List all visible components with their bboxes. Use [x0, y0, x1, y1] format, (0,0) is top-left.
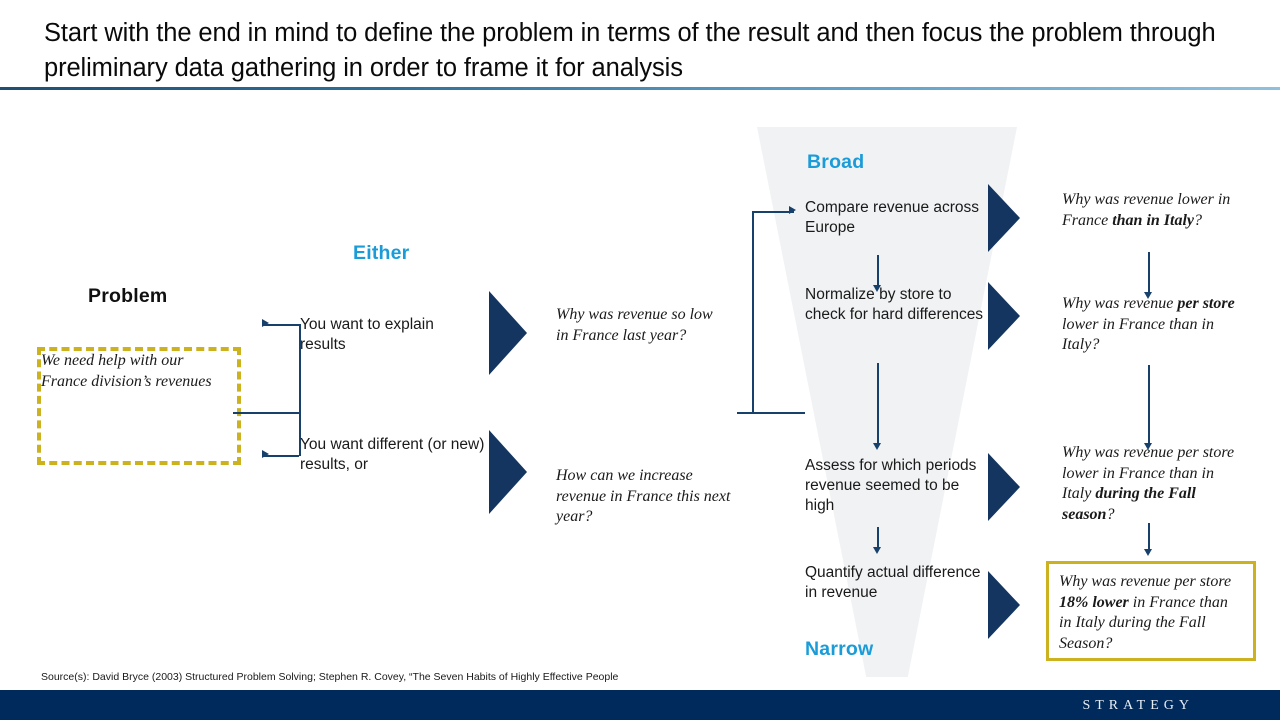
funnel-connector-line-0 [877, 255, 879, 287]
question-connector-arrow-0 [1144, 292, 1152, 299]
question-connector-arrow-1 [1144, 443, 1152, 450]
question-connector-line-2 [1148, 523, 1150, 551]
source-note: Source(s): David Bryce (2003) Structured… [41, 671, 619, 683]
funnel-question-0: Why was revenue lower in France than in … [1062, 191, 1231, 229]
funnel-entry-arrowhead [789, 206, 796, 214]
branch-upper-line [262, 324, 299, 326]
funnel-action-1: Normalize by store to check for hard dif… [805, 286, 984, 323]
chevron-arrow-icon-funnel-0 [988, 184, 1020, 252]
funnel-connector-arrow-1 [873, 443, 881, 450]
problem-statement-box: We need help with our France division’s … [37, 347, 241, 465]
branch-statement-1: You want different (or new) results, or [300, 436, 485, 473]
chevron-arrow-icon-left-0 [489, 291, 527, 375]
branch-statement-0: You want to explain results [300, 316, 434, 353]
final-question-box: Why was revenue per store 18% lower in F… [1046, 561, 1256, 661]
chevron-arrow-icon-left-1 [489, 430, 527, 514]
funnel-action-0: Compare revenue across Europe [805, 199, 980, 236]
problem-statement-text: We need help with our France division’s … [41, 352, 212, 390]
funnel-connector-arrow-0 [873, 285, 881, 292]
funnel-question-2: Why was revenue per store lower in Franc… [1062, 444, 1235, 523]
page-title: Start with the end in mind to define the… [44, 19, 1216, 82]
branch-stem-line [233, 412, 301, 414]
branch-lower-line [262, 455, 299, 457]
question-connector-line-1 [1148, 365, 1150, 445]
footer-bar [0, 690, 1280, 720]
broad-label: Broad [807, 151, 865, 173]
branch-vertical-line [299, 324, 301, 456]
funnel-connector-line-2 [877, 527, 879, 549]
narrow-label: Narrow [805, 638, 874, 660]
funnel-entry-upper-line [752, 211, 794, 213]
branch-question-1: How can we increase revenue in France th… [556, 467, 731, 525]
chevron-arrow-icon-funnel-2 [988, 453, 1020, 521]
chevron-arrow-icon-funnel-3 [988, 571, 1020, 639]
either-label: Either [353, 242, 410, 264]
funnel-action-2: Assess for which periods revenue seemed … [805, 457, 977, 514]
funnel-connector-arrow-2 [873, 547, 881, 554]
chevron-arrow-icon-funnel-1 [988, 282, 1020, 350]
funnel-entry-lower-line [737, 412, 805, 414]
title-divider [0, 87, 1280, 90]
problem-label: Problem [88, 285, 168, 307]
funnel-question-1: Why was revenue per store lower in Franc… [1062, 295, 1235, 353]
funnel-question-3: Why was revenue per store 18% lower in F… [1059, 573, 1232, 652]
branch-question-0: Why was revenue so low in France last ye… [556, 306, 713, 344]
funnel-entry-vertical-line [752, 211, 754, 413]
question-connector-line-0 [1148, 252, 1150, 294]
branch-upper-arrowhead [262, 319, 269, 327]
funnel-action-3: Quantify actual difference in revenue [805, 564, 981, 601]
brand-logo: STRATEGY [1082, 698, 1194, 713]
question-connector-arrow-2 [1144, 549, 1152, 556]
branch-lower-arrowhead [262, 450, 269, 458]
funnel-connector-line-1 [877, 363, 879, 445]
